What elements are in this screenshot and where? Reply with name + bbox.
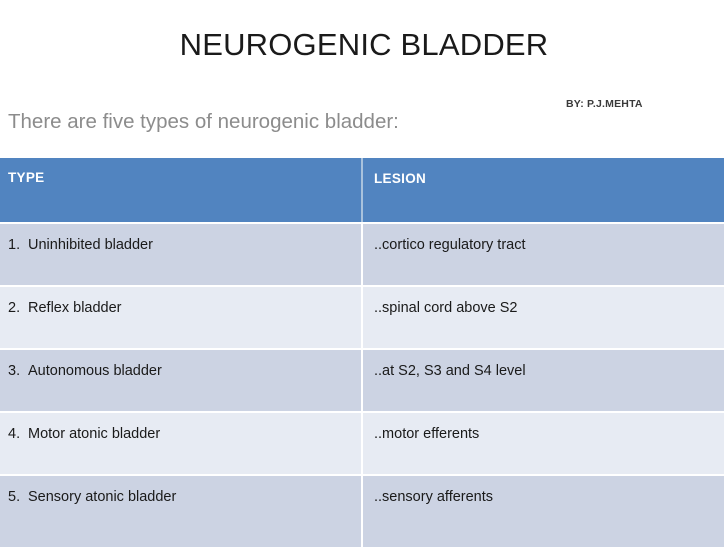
table-cell-lesion: ..sensory afferents	[363, 476, 724, 547]
row-number: 2.	[8, 300, 21, 316]
table-header-cell-lesion: LESION	[363, 158, 724, 222]
author-byline: BY: P.J.MEHTA	[566, 98, 643, 110]
table-cell-type: 5. Sensory atonic bladder	[0, 476, 363, 547]
subtitle-text: There are five types of neurogenic bladd…	[8, 110, 399, 133]
table-row: 5. Sensory atonic bladder ..sensory affe…	[0, 476, 724, 547]
table-cell-type: 1. Uninhibited bladder	[0, 224, 363, 285]
page-title: NEUROGENIC BLADDER	[179, 27, 549, 62]
table-cell-lesion: ..cortico regulatory tract	[363, 224, 724, 285]
row-type-label: Sensory atonic bladder	[28, 489, 177, 505]
row-number: 4.	[8, 426, 21, 442]
table-header-cell-type: TYPE	[0, 158, 363, 222]
column-header-lesion: LESION	[374, 171, 427, 186]
table-cell-lesion: ..spinal cord above S2	[363, 287, 724, 348]
table-cell-lesion: ..at S2, S3 and S4 level	[363, 350, 724, 411]
table-row: 4. Motor atonic bladder ..motor efferent…	[0, 413, 724, 476]
row-number: 3.	[8, 363, 21, 379]
row-type-label: Autonomous bladder	[28, 363, 162, 379]
row-lesion-label: ..cortico regulatory tract	[374, 237, 526, 253]
types-table: TYPE LESION 1. Uninhibited bladder ..cor…	[0, 158, 724, 547]
table-cell-type: 2. Reflex bladder	[0, 287, 363, 348]
row-type-label: Uninhibited bladder	[28, 237, 153, 253]
row-lesion-label: ..at S2, S3 and S4 level	[374, 363, 526, 379]
table-header-row: TYPE LESION	[0, 158, 724, 224]
table-row: 1. Uninhibited bladder ..cortico regulat…	[0, 224, 724, 287]
row-number: 5.	[8, 489, 21, 505]
row-lesion-label: ..spinal cord above S2	[374, 300, 518, 316]
row-lesion-label: ..sensory afferents	[374, 489, 494, 505]
row-type-label: Motor atonic bladder	[28, 426, 161, 442]
table-row: 3. Autonomous bladder ..at S2, S3 and S4…	[0, 350, 724, 413]
row-number: 1.	[8, 237, 21, 253]
table-row: 2. Reflex bladder ..spinal cord above S2	[0, 287, 724, 350]
table-cell-type: 4. Motor atonic bladder	[0, 413, 363, 474]
table-cell-type: 3. Autonomous bladder	[0, 350, 363, 411]
table-cell-lesion: ..motor efferents	[363, 413, 724, 474]
row-lesion-label: ..motor efferents	[374, 426, 480, 442]
column-header-type: TYPE	[8, 170, 45, 185]
row-type-label: Reflex bladder	[28, 300, 122, 316]
